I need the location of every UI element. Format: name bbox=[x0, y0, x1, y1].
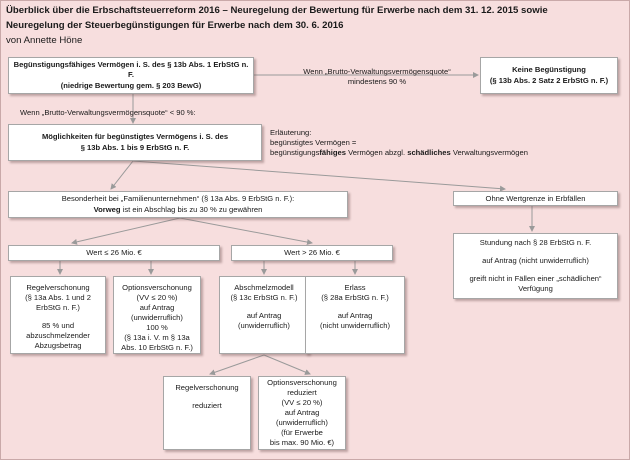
box-text: Keine Begünstigung bbox=[512, 65, 586, 75]
box-moeglichkeiten: Möglichkeiten für begünstigtes Vermögens… bbox=[8, 124, 262, 161]
box-text: auf Antrag bbox=[337, 311, 373, 321]
box-text: (niedrige Bewertung gem. § 203 BewG) bbox=[60, 80, 202, 90]
box-text: Erlass bbox=[344, 283, 366, 292]
box-regelverschonung: Regelverschonung (§ 13a Abs. 1 und 2 Erb… bbox=[10, 276, 106, 354]
box-abschmelzmodell: Abschmelzmodell (§ 13c ErbStG n. F.) auf… bbox=[219, 276, 309, 354]
box-text-bold: Vorweg bbox=[93, 204, 121, 214]
box-text: ErbStG n. F.) bbox=[36, 303, 80, 313]
erlaeuterung-text: Erläuterung: bbox=[270, 128, 312, 137]
box-ohne-wertgrenze: Ohne Wertgrenze in Erbfällen bbox=[453, 191, 618, 206]
box-stundung: Stundung nach § 28 ErbStG n. F. auf Antr… bbox=[453, 233, 618, 299]
edge-label-quote-ge-90: Wenn „Brutto-Verwaltungsvermögensquote“ … bbox=[292, 67, 462, 87]
box-regelverschonung-reduziert: Regelverschonung reduziert bbox=[163, 376, 251, 450]
box-text: (unwiderruflich) bbox=[276, 418, 328, 428]
erlaeuterung-text: begünstigtes Vermögen = bbox=[270, 138, 357, 148]
box-text: 100 % bbox=[146, 323, 168, 333]
title-line-2: Neuregelung der Steuerbegünstigungen für… bbox=[6, 20, 344, 31]
box-text: Abs. 10 ErbStG n. F.) bbox=[121, 343, 193, 353]
box-erlass: Erlass (§ 28a ErbStG n. F.) auf Antrag (… bbox=[305, 276, 405, 354]
formula-text: begünstigungs bbox=[270, 148, 320, 158]
title-line-1: Überblick über die Erbschaftsteuerreform… bbox=[6, 5, 548, 16]
box-optionsverschonung-reduziert: Optionsverschonung reduziert (VV ≤ 20 %)… bbox=[258, 376, 346, 450]
box-text: 85 % und bbox=[41, 320, 75, 330]
box-text: Abzugsbetrag bbox=[34, 340, 82, 350]
box-text: Vorweg ist ein Abschlag bis zu 30 % zu g… bbox=[94, 205, 263, 215]
box-text: (§ 13a Abs. 1 und 2 bbox=[25, 293, 91, 303]
box-text: (§ 13c ErbStG n. F.) bbox=[230, 293, 298, 303]
edge-label-text: Wenn „Brutto-Verwaltungsvermögensquote“ bbox=[303, 67, 451, 76]
formula-text: Vermögen abzgl. bbox=[346, 148, 408, 158]
edge-label-quote-lt-90: Wenn „Brutto-Verwaltungsvermögensquote“ … bbox=[20, 108, 196, 117]
box-text: auf Antrag bbox=[246, 311, 282, 321]
box-optionsverschonung: Optionsverschonung (VV ≤ 20 %) auf Antra… bbox=[113, 276, 201, 354]
box-familienunternehmen: Besonderheit bei „Familienunternehmen“ (… bbox=[8, 191, 348, 218]
box-text: Verfügung bbox=[518, 284, 553, 294]
box-text: (VV ≤ 20 %) bbox=[281, 397, 323, 407]
formula-text: Verwaltungsvermögen bbox=[450, 148, 528, 158]
erlaeuterung-formula: begünstigungsfähiges Vermögen abzgl. sch… bbox=[270, 148, 528, 158]
formula-bold: fähiges bbox=[319, 148, 346, 158]
box-beguenstigungsfaehiges-vermoegen: Begünstigungsfähiges Vermögen i. S. des … bbox=[8, 57, 254, 94]
box-text: (§ 28a ErbStG n. F.) bbox=[321, 293, 389, 303]
box-text: Möglichkeiten für begünstigtes Vermögens… bbox=[41, 132, 229, 142]
box-text: Optionsverschonung bbox=[267, 377, 337, 387]
box-text: Begünstigungsfähiges Vermögen i. S. des … bbox=[13, 60, 249, 80]
box-text: (für Erwerbe bbox=[281, 428, 323, 438]
box-text: § 13b Abs. 1 bis 9 ErbStG n. F. bbox=[80, 142, 190, 152]
box-text: (§ 13b Abs. 2 Satz 2 ErbStG n. F.) bbox=[489, 75, 609, 85]
box-text: reduziert bbox=[287, 387, 317, 397]
box-text: (unwiderruflich) bbox=[238, 321, 290, 331]
formula-bold: schädliches bbox=[407, 148, 451, 158]
box-text: bis max. 90 Mio. €) bbox=[269, 438, 335, 448]
edge-label-text: mindestens 90 % bbox=[347, 77, 407, 87]
box-text: Regelverschonung bbox=[26, 283, 90, 292]
box-text: reduziert bbox=[192, 401, 222, 411]
box-wert-le-26: Wert ≤ 26 Mio. € bbox=[8, 245, 220, 261]
box-text: greift nicht in Fällen einer „schädliche… bbox=[469, 274, 602, 283]
box-text: auf Antrag (nicht unwiderruflich) bbox=[482, 255, 589, 265]
erlaeuterung: Erläuterung: begünstigtes Vermögen = beg… bbox=[270, 128, 528, 158]
box-text: (unwiderruflich) bbox=[131, 313, 183, 323]
box-text-rest: ist ein Abschlag bis zu 30 % zu gewähren bbox=[120, 204, 263, 214]
box-text: Besonderheit bei „Familienunternehmen“ (… bbox=[61, 194, 295, 204]
box-text: Optionsverschonung bbox=[122, 283, 192, 292]
box-text: (§ 13a i. V. m § 13a bbox=[124, 333, 190, 343]
box-text: Stundung nach § 28 ErbStG n. F. bbox=[479, 237, 592, 247]
box-text: Abschmelzmodell bbox=[234, 283, 294, 292]
box-text: auf Antrag bbox=[284, 408, 320, 417]
author: von Annette Höne bbox=[6, 35, 83, 46]
box-text: Regelverschonung bbox=[175, 383, 239, 392]
box-wert-gt-26: Wert > 26 Mio. € bbox=[231, 245, 393, 261]
box-text: (VV ≤ 20 %) bbox=[136, 293, 178, 303]
box-text: auf Antrag bbox=[139, 303, 175, 313]
box-text: abzuschmelzender bbox=[26, 330, 90, 340]
box-text: (nicht unwiderruflich) bbox=[319, 321, 391, 331]
box-keine-beguenstigung: Keine Begünstigung (§ 13b Abs. 2 Satz 2 … bbox=[480, 57, 618, 94]
